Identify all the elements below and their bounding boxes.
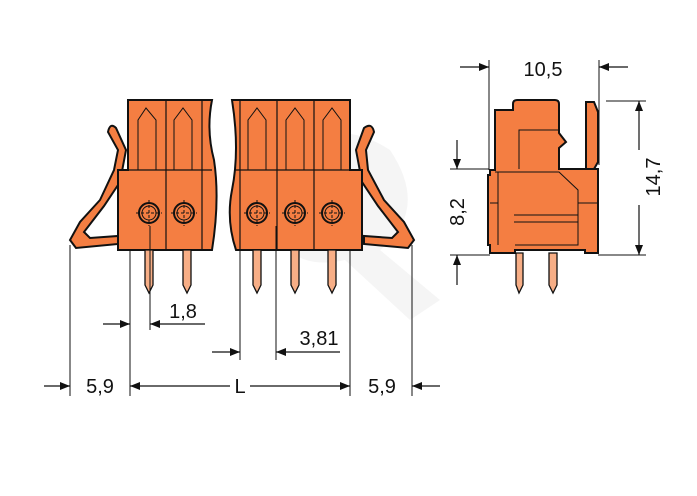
- hole: [282, 200, 308, 226]
- hole: [136, 200, 162, 226]
- left-latch: [68, 124, 128, 250]
- pins: [144, 249, 337, 295]
- side-housing: [487, 99, 599, 254]
- side-view: 10,5 14,7 8,2: [447, 59, 665, 295]
- dim-length: L: [234, 376, 245, 398]
- dim-pin-offset: 1,8: [169, 301, 197, 323]
- side-latch: [585, 101, 599, 170]
- hole: [319, 200, 345, 226]
- dim-pcb-height: 8,2: [447, 198, 469, 226]
- front-view: 1,8 3,81 5,9 L 5,9: [44, 99, 440, 398]
- dim-pitch: 3,81: [300, 328, 339, 350]
- hole: [171, 200, 197, 226]
- dim-left-margin: 5,9: [86, 376, 114, 398]
- housing-right: [228, 99, 363, 251]
- dim-right-margin: 5,9: [368, 376, 396, 398]
- wire-entry-holes: [136, 200, 345, 226]
- right-latch: [354, 124, 416, 250]
- dim-width: 10,5: [524, 59, 563, 81]
- dim-height: 14,7: [643, 158, 665, 197]
- hole: [244, 200, 270, 226]
